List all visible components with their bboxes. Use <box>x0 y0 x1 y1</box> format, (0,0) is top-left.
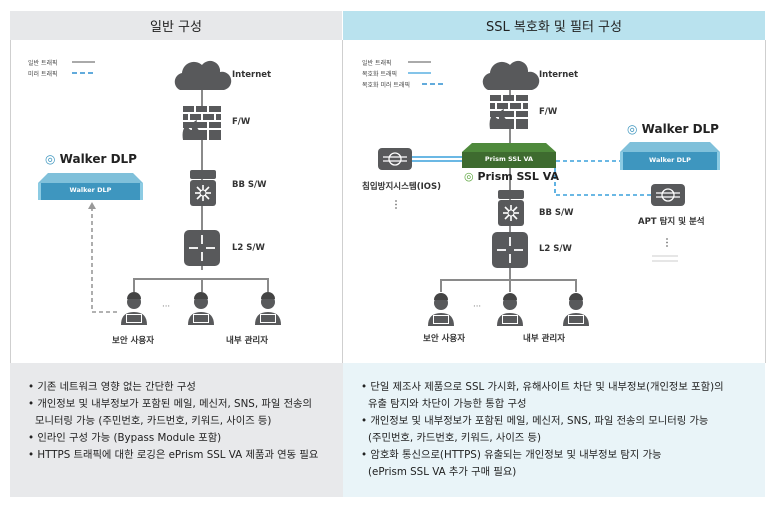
legend-mirror-traffic: 미러 트래픽 <box>28 71 58 78</box>
walker-dlp-logo: ◎ Walker DLP <box>627 122 719 136</box>
label-internal-admin: 내부 관리자 <box>523 334 566 344</box>
label-l2-switch: L2 S/W <box>539 244 572 254</box>
feature-bullet-line: • 개인정보 및 내부정보가 포함된 메일, 메신저, SNS, 파일 전송의 … <box>361 415 709 427</box>
legend-decrypt-mirror-traffic: 복호화 미러 트래픽 <box>362 82 410 89</box>
firewall-icon <box>182 106 221 140</box>
right-panel-border <box>765 40 766 363</box>
admin-user-icon <box>188 292 214 325</box>
label-internet: Internet <box>232 70 272 80</box>
logo-icon: ◎ <box>45 152 60 166</box>
logo-icon: ◎ <box>464 170 478 183</box>
left-panel-title: 일반 구성 <box>150 20 202 35</box>
prism-ssl-appliance <box>462 143 556 168</box>
right-panel-header: SSL 복호화 및 필터 구성 <box>343 11 765 40</box>
backbone-switch-icon <box>497 189 525 227</box>
legend-decrypt-traffic: 복호화 트래픽 <box>362 71 398 78</box>
l2-switch-icon <box>183 229 221 267</box>
right-feature-list: • 단일 제조사 제품으로 SSL 가시화, 유해사이트 차단 및 내부정보(개… <box>343 363 765 497</box>
cloud-icon <box>174 60 232 90</box>
admin-user-icon <box>563 293 589 326</box>
firewall-icon <box>489 95 528 129</box>
l2-switch-icon <box>491 231 529 269</box>
feature-bullet-line: (주민번호, 카드번호, 키워드, 사이즈 등) <box>368 432 542 444</box>
left-panel-border <box>10 40 11 363</box>
label-l2-switch: L2 S/W <box>232 243 265 253</box>
right-legend-lines <box>408 61 446 85</box>
walker-dlp-logo: ◎ Walker DLP <box>45 152 137 166</box>
left-legend-lines <box>72 61 95 74</box>
feature-bullet-line: 모니터링 가능 (주민번호, 카드번호, 키워드, 사이즈 등) <box>35 415 272 427</box>
mirror-arrowhead <box>88 202 96 209</box>
feature-bullet-line: (ePrism SSL VA 추가 구매 필요) <box>368 466 517 478</box>
dlp-appliance <box>620 142 720 170</box>
feature-bullet-line: 유출 탐지와 차단이 가능한 통합 구성 <box>368 398 527 410</box>
label-security-user: 보안 사용자 <box>423 334 466 344</box>
feature-bullet-line: • 기존 네트워크 영향 없는 간단한 구성 <box>28 381 196 393</box>
legend-normal-traffic: 일반 트래픽 <box>362 60 392 67</box>
logo-icon: ◎ <box>627 122 642 136</box>
label-bb-switch: BB S/W <box>539 208 574 218</box>
apt-device-icon <box>650 183 686 207</box>
prism-box-label: Prism SSL VA <box>484 155 534 163</box>
prism-ssl-logo: ◎ Prism SSL VA <box>464 170 560 183</box>
right-panel-title: SSL 복호화 및 필터 구성 <box>486 20 622 35</box>
feature-bullet-line: • 개인정보 및 내부정보가 포함된 메일, 메신저, SNS, 파일 전송의 <box>28 398 313 410</box>
vertical-ellipsis <box>395 200 668 247</box>
dlp-box-label: Walker DLP <box>649 156 691 164</box>
security-user-icon <box>121 292 147 325</box>
dlp-box-label: Walker DLP <box>69 186 112 194</box>
label-apt: APT 탐지 및 분석 <box>638 217 705 227</box>
legend-normal-traffic: 일반 트래픽 <box>28 60 58 67</box>
ips-device-icon <box>377 147 413 171</box>
admin-user-icon <box>497 293 523 326</box>
left-panel-header: 일반 구성 <box>10 11 342 40</box>
label-internal-admin: 내부 관리자 <box>226 336 269 346</box>
dlp-appliance <box>38 173 143 200</box>
security-user-icon <box>428 293 454 326</box>
cloud-icon <box>482 60 540 90</box>
label-firewall: F/W <box>539 107 558 117</box>
label-ips: 침입방지시스템(IOS) <box>362 182 442 192</box>
feature-bullet-line: • 암호화 통신으로(HTTPS) 유출되는 개인정보 및 내부정보 탐지 가능 <box>361 449 662 461</box>
left-feature-list: • 기존 네트워크 영향 없는 간단한 구성 • 개인정보 및 내부정보가 포함된… <box>10 363 343 497</box>
label-security-user: 보안 사용자 <box>112 336 155 346</box>
left-mirror-line <box>91 207 117 313</box>
label-internet: Internet <box>539 70 579 80</box>
panel-divider <box>342 40 343 363</box>
horizontal-ellipsis: ··· <box>473 302 482 312</box>
feature-bullet-line: • 인라인 구성 가능 (Bypass Module 포함) <box>28 432 222 444</box>
horizontal-ellipsis: ··· <box>162 302 171 312</box>
backbone-switch-icon <box>189 169 217 207</box>
feature-bullet-line: • HTTPS 트래픽에 대한 로깅은 ePrism SSL VA 제품과 연동… <box>28 449 319 461</box>
label-firewall: F/W <box>232 117 251 127</box>
decrypt-mirror-lines <box>554 160 651 196</box>
label-bb-switch: BB S/W <box>232 180 267 190</box>
network-diagrams <box>38 60 720 326</box>
more-arrows-icon <box>652 255 678 262</box>
feature-bullet-line: • 단일 제조사 제품으로 SSL 가시화, 유해사이트 차단 및 내부정보(개… <box>361 381 724 393</box>
admin-user-icon <box>255 292 281 325</box>
decrypt-traffic-lines <box>412 156 462 162</box>
